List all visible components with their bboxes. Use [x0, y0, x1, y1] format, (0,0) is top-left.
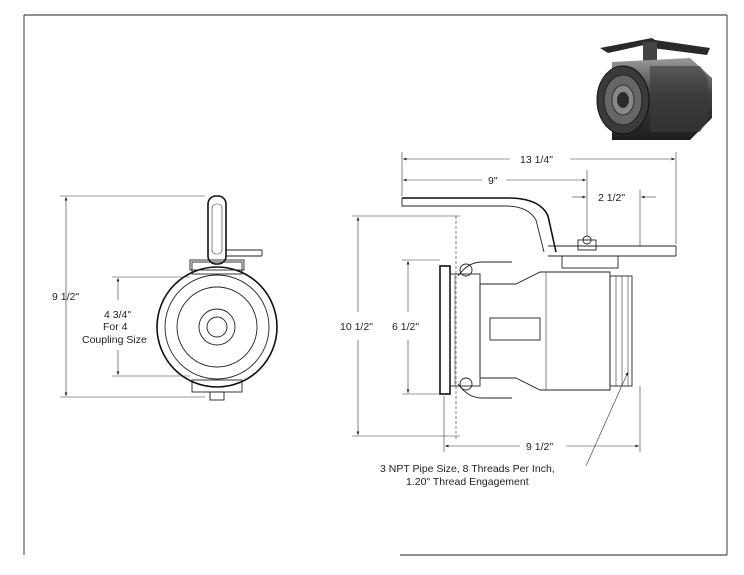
overall-length-label: 13 1/4" — [520, 154, 553, 166]
coupling-label-line3: Coupling Size — [82, 334, 147, 346]
front-view — [60, 195, 278, 401]
side-view — [352, 152, 677, 467]
valve-photo — [596, 38, 712, 140]
side-height-label: 10 1/2" — [340, 321, 373, 333]
handle-offset-label: 2 1/2" — [598, 192, 625, 204]
thread-note-line1: 3 NPT Pipe Size, 8 Threads Per Inch, — [380, 463, 555, 475]
body-length-label: 9 1/2" — [526, 441, 553, 453]
coupling-label-line1: 4 3/4" — [104, 309, 131, 321]
front-height-label: 9 1/2" — [52, 291, 79, 303]
coupling-label-line2: For 4 — [103, 321, 128, 333]
handle-length-label: 9" — [488, 175, 498, 187]
drawing-border — [23, 14, 728, 556]
thread-note-line2: 1.20" Thread Engagement — [406, 476, 529, 488]
body-height-label: 6 1/2" — [392, 321, 419, 333]
